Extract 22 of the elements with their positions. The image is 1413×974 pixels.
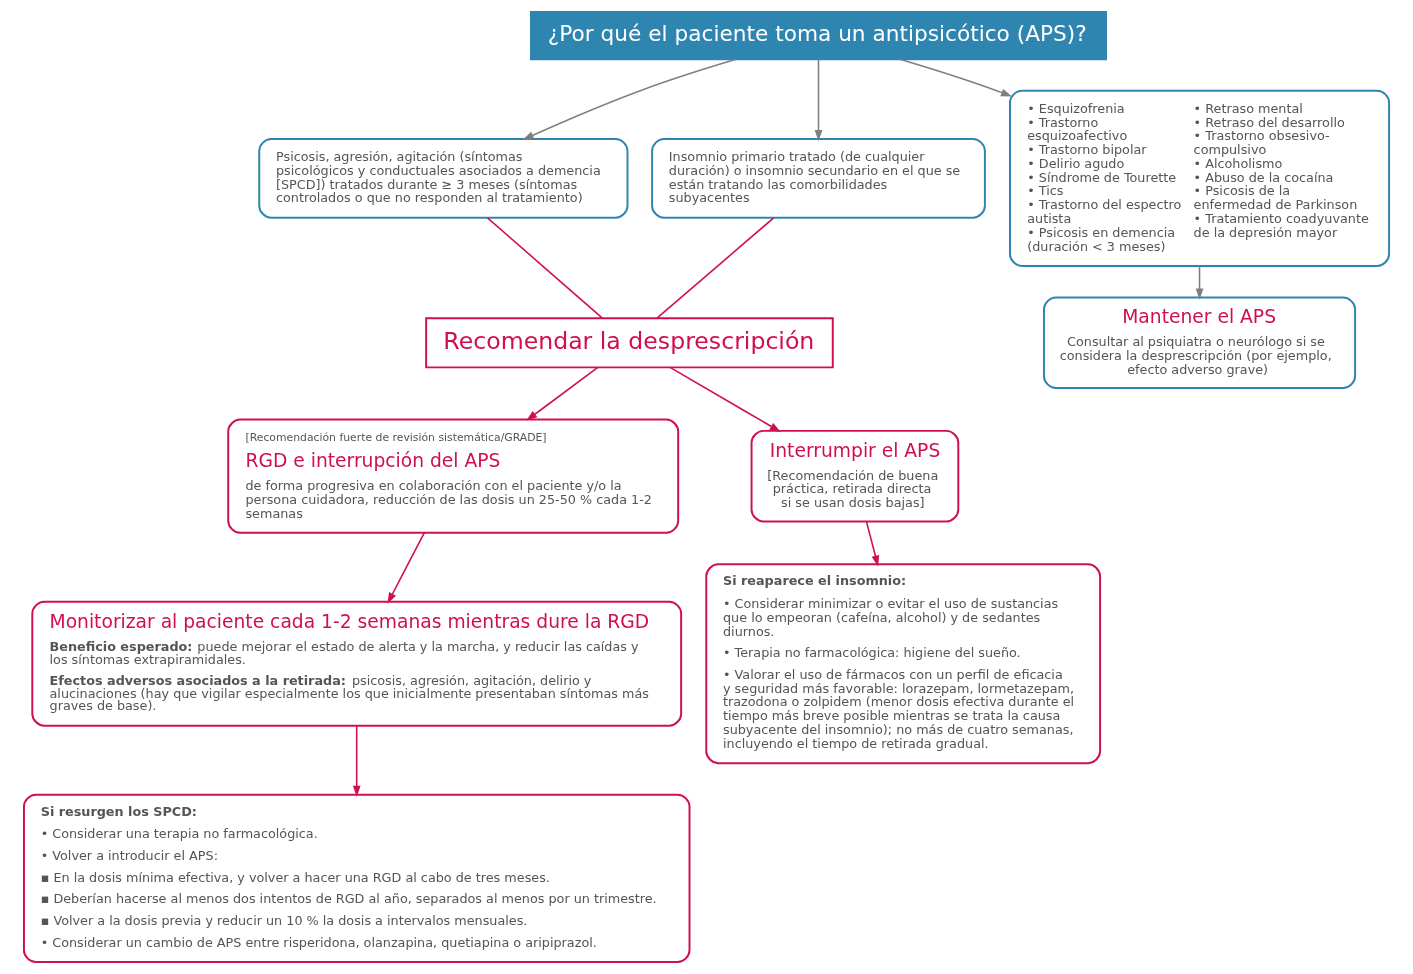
arrow	[865, 520, 880, 567]
node-box: [Recomendación fuerte de revisión sistemática/GRADE] RGD e interrupción del APS de forma progresiva en colaboración con el paciente y/o la persona cuidadora, reducción de las dosis un 25-50 % cada 1-2 semanas	[227, 418, 680, 534]
arrow	[1195, 265, 1204, 300]
connector	[486, 217, 604, 319]
node-box: Monitorizar al paciente cada 1-2 semanas mientras dure la RGD Beneficio esperado: puede mejorar el estado de alerta y la marcha, y reducir las caídas y los síntomas extrapiramidales. Efectos adversos asociados a la retirada: psicosis, agresión, agitación, delirio y alucinaciones (hay que vigilar especialmente los que inicialmente presentaban síntomas más graves de base).	[31, 600, 683, 727]
node-box: Interrumpir el APS [Recomendación de buena práctica, retirada directa si se usan dosis bajas]	[750, 429, 960, 523]
arrow	[669, 366, 781, 432]
arrow	[899, 58, 1012, 97]
arrow	[387, 532, 426, 604]
connector	[656, 217, 775, 319]
arrow	[526, 366, 599, 421]
node-box: Insomnio primario tratado (de cualquier duración) o insomnio secundario en el que se están tratando las comorbilidades subyacentes	[651, 137, 986, 219]
node-box: Si reaparece el insomnio: • Considerar minimizar o evitar el uso de sustancias que lo empeoran (cafeína, alcohol) y de sedantes diurnos. • Terapia no farmacológica: higiene del sueño. • Valorar el uso de fármacos con un perfil de eficacia y seguridad más favorable: lorazepam, lormetazepam, trazodona o zolpidem (menor dosis efectiva durante el tiempo más breve posible mientras se trata la causa subyacente del insomnio); no más de cuatro semanas, incluyendo el tiempo de retirada gradual.	[705, 563, 1102, 765]
node-box: Psicosis, agresión, agitación (síntomas psicológicos y conductuales asociados a demencia [SPCD]) tratados durante ≥ 3 meses (síntomas controlados o que no responden al tratamiento)	[258, 137, 629, 219]
node-box: • Esquizofrenia • Trastorno esquizoafectivo • Trastorno bipolar • Delirio agudo • Síndrome de Tourette • Tics • Trastorno del espectro autista • Psicosis en demencia (duración < 3 meses) • Retraso mental • Retraso del desarrollo • Trastorno obsesivo-compulsivo • Alcoholismo • Abuso de la cocaína • Psicosis de la enfermedad de Parkinson • Tratamiento coadyuvante de la depresión mayor	[1009, 89, 1391, 267]
node-box: Mantener el APS Consultar al psiquiatra o neurólogo si se considera la desprescripción (por ejemplo, efecto adverso grave)	[1043, 296, 1357, 390]
arrow	[352, 725, 361, 797]
arrow	[522, 58, 737, 140]
arrow	[814, 58, 823, 142]
node-box: ¿Por qué el paciente toma un antipsicótico (APS)?	[530, 10, 1107, 61]
node-box: Recomendar la desprescripción	[425, 317, 834, 369]
node-box: Si resurgen los SPCD: • Considerar una terapia no farmacológica. • Volver a introducir el APS: ▪ En la dosis mínima efectiva, y volver a hacer una RGD al cabo de tres meses. ▪ Deberían hacerse al menos dos intentos de RGD al año, separados al menos por un trimestre. ▪ Volver a la dosis previa y reducir un 10 % la dosis a intervalos mensuales. • Considerar un cambio de APS entre risperidona, olanzapina, quetiapina o aripiprazol.	[22, 793, 691, 964]
